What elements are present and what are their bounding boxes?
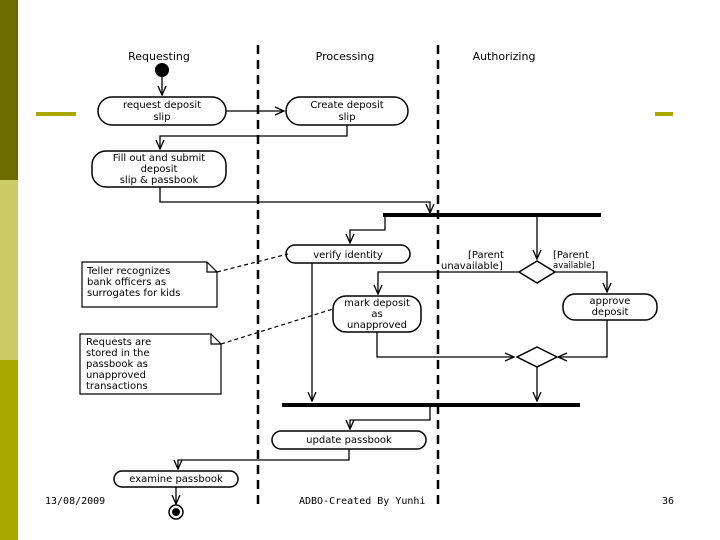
edge-create-to-fill [160,125,348,149]
activity-approve-deposit: approve deposit [562,293,658,321]
note-line: bank officers as [87,277,166,288]
activity-label: request deposit [123,100,201,111]
activity-request-deposit-slip: request deposit slip [97,96,227,126]
guard-parent-unavailable: unavailable] [441,261,503,272]
edge-approve-to-merge [558,320,608,357]
activity-label: verify identity [313,250,383,261]
edge-fork-to-verify [350,217,386,243]
guard-parent-available: available] [553,261,595,271]
side-stripe-light [0,180,18,360]
fork-bar [383,213,601,217]
side-stripe-mid [0,360,18,540]
merge-node [515,346,559,368]
decision-node [517,260,557,284]
edge-fill-to-fork [159,187,430,213]
note-line: surrogates for kids [87,288,181,299]
note-requests: Requests are stored in the passbook as u… [79,333,222,395]
guard-parent-unavailable: [Parent [468,250,504,261]
activity-examine-passbook: examine passbook [113,470,239,488]
side-stripe-dark [0,0,18,180]
activity-label: deposit [592,307,629,318]
activity-label: Create deposit [310,100,383,111]
activity-verify-identity: verify identity [285,244,411,264]
edge-mark-to-merge [376,332,514,357]
join-bar [282,403,580,407]
activity-label: approve [590,296,631,307]
activity-label: as [371,309,382,320]
footer-date: 13/08/2009 [45,496,106,507]
note-line: unapproved [86,370,146,381]
footer-center: ADBO-Created By Yunhi [299,496,426,507]
note-line: Requests are [86,337,151,348]
decor-line-left [36,112,76,116]
activity-fill-out-submit: Fill out and submit deposit slip & passb… [91,150,227,188]
activity-label: update passbook [306,435,392,446]
edge-decision-unavailable [378,271,519,294]
activity-label: slip [338,112,355,123]
activity-update-passbook: update passbook [271,430,427,450]
note-line: stored in the [86,348,150,359]
lane-header-requesting: Requesting [128,50,190,63]
activity-label: Fill out and submit [113,153,206,164]
note-line: Teller recognizes [86,266,170,277]
note-requests-anchor [220,308,334,345]
activity-label: examine passbook [129,474,223,485]
note-line: transactions [86,381,148,392]
activity-label: mark deposit [344,298,410,309]
initial-node [155,63,169,77]
activity-label: slip [153,112,170,123]
decor-line-right [655,112,673,116]
note-teller: Teller recognizes bank officers as surro… [81,261,218,308]
edge-join-to-update [350,407,431,429]
edge-update-to-examine [178,449,350,469]
activity-label: slip & passbook [120,175,199,186]
activity-mark-deposit-unapproved: mark deposit as unapproved [332,295,422,333]
activity-label: deposit [141,164,178,175]
activity-label: unapproved [347,320,407,331]
note-line: passbook as [86,359,148,370]
guard-parent-available: [Parent [553,250,589,261]
lane-header-processing: Processing [316,50,375,63]
lane-header-authorizing: Authorizing [473,50,536,63]
final-node [168,504,184,520]
note-teller-anchor [216,253,289,273]
activity-create-deposit-slip: Create deposit slip [285,96,409,126]
footer-page-number: 36 [662,496,675,507]
edge-decision-available [555,271,607,292]
